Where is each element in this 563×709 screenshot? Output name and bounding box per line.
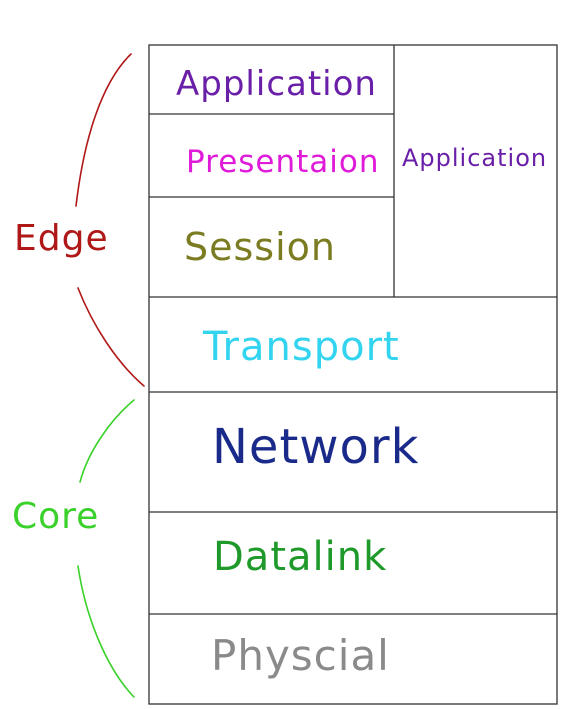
edge-bracket-top-arc bbox=[75, 53, 132, 207]
diagram-frame bbox=[148, 44, 558, 705]
layer-datalink-label: Datalink bbox=[213, 534, 387, 580]
outer-box bbox=[148, 44, 558, 705]
merged-application-label: Application bbox=[402, 144, 547, 172]
core-bracket bbox=[77, 399, 135, 698]
layer-application-label: Application bbox=[176, 64, 377, 104]
layer-network-label: Network bbox=[212, 419, 419, 475]
layer-session-label: Session bbox=[184, 225, 336, 269]
layer-physical-label: Physcial bbox=[211, 631, 390, 680]
edge-group-label: Edge bbox=[14, 218, 109, 259]
core-group-label: Core bbox=[12, 496, 99, 537]
core-bracket-top-arc bbox=[79, 399, 135, 483]
layer-transport-label: Transport bbox=[202, 324, 400, 370]
layer-presentation-label: Presentaion bbox=[186, 144, 380, 180]
edge-bracket-bottom-arc bbox=[77, 287, 145, 387]
core-bracket-bottom-arc bbox=[77, 565, 135, 698]
edge-bracket bbox=[75, 53, 145, 387]
